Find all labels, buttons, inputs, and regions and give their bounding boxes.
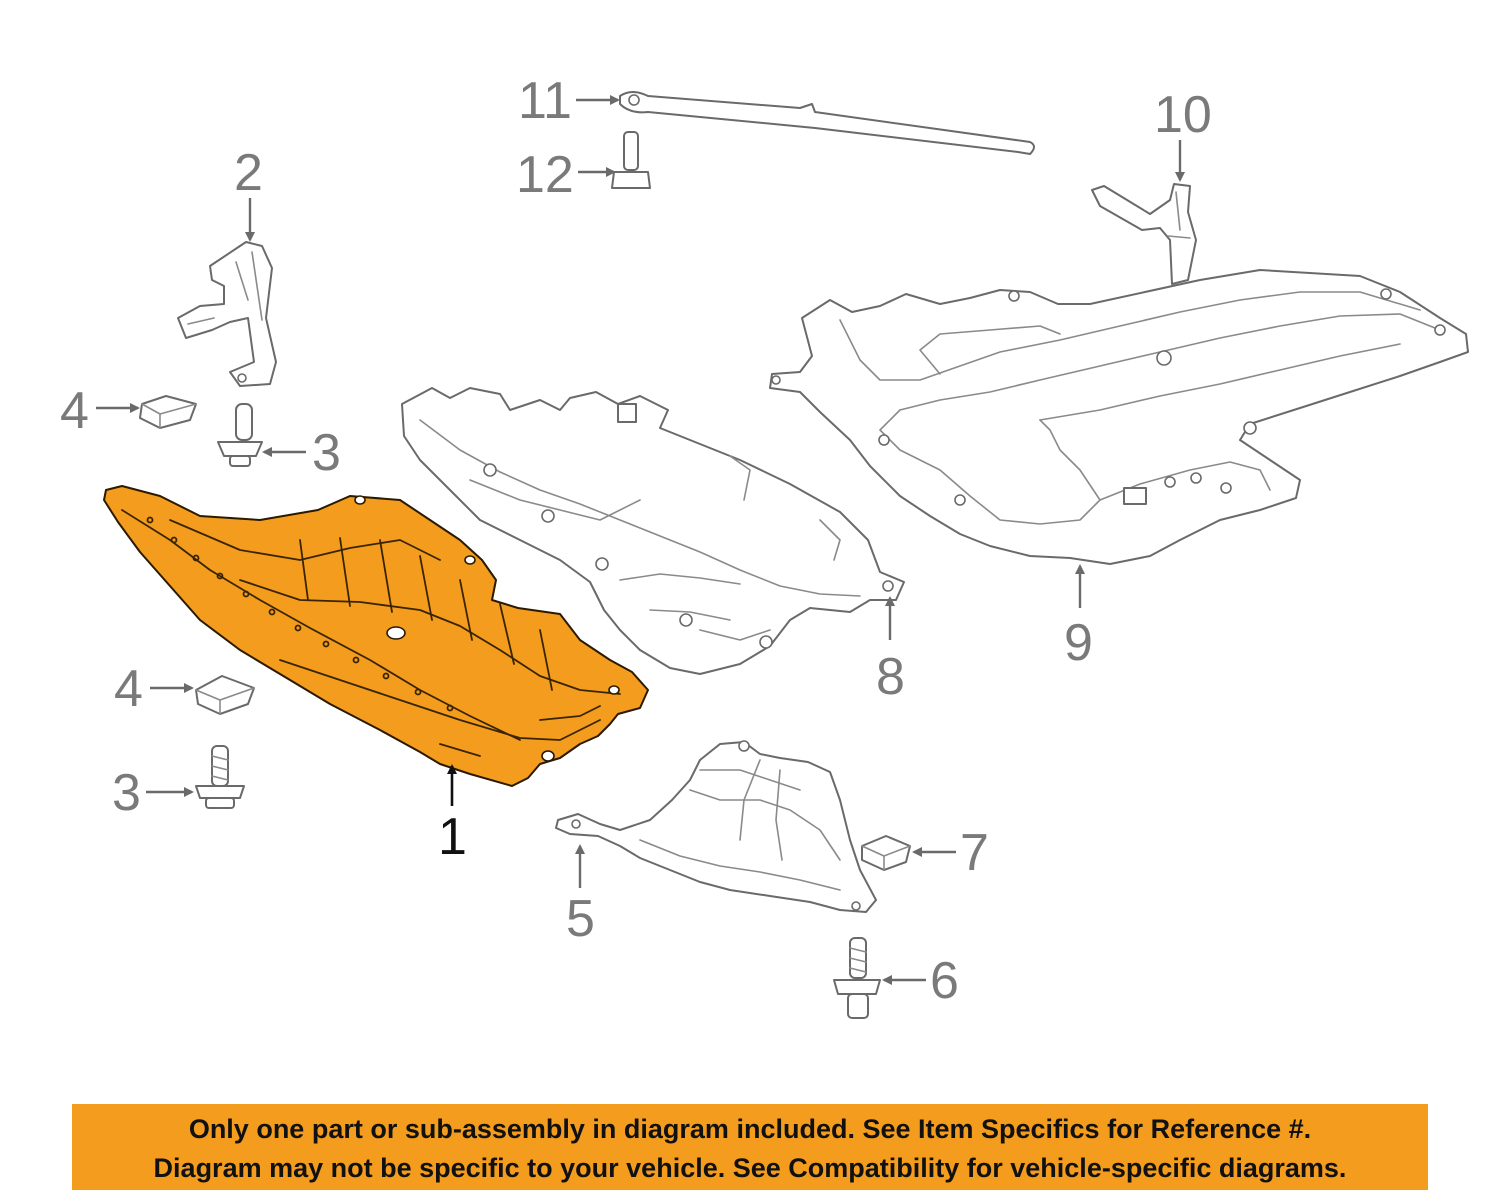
part-7-nut: [861, 835, 911, 871]
disclaimer-banner: Only one part or sub-assembly in diagram…: [72, 1104, 1428, 1190]
part-2-bracket: [177, 241, 277, 387]
part-1-undertray: [103, 485, 649, 787]
disclaimer-line-1: Only one part or sub-assembly in diagram…: [188, 1114, 1312, 1144]
part-5-splash-shield: [555, 740, 877, 913]
part-12-bolt: [611, 131, 651, 189]
callout-2: 2: [234, 144, 263, 202]
part-3-pin-upper: [217, 403, 263, 467]
disclaimer-line-2: Diagram may not be specific to your vehi…: [153, 1153, 1347, 1183]
callout-6: 6: [930, 952, 959, 1010]
part-10-bracket: [1091, 183, 1197, 285]
callout-1: 1: [438, 808, 467, 866]
part-6-screw: [833, 937, 881, 1019]
callout-8: 8: [876, 648, 905, 706]
part-9-underbody-panel: [769, 269, 1469, 565]
callout-3a: 3: [312, 424, 341, 482]
part-1-mounting-dots: [146, 516, 454, 712]
part-4-nut-upper: [139, 395, 197, 429]
part-11-brace: [619, 91, 1035, 155]
callout-12: 12: [516, 146, 574, 204]
part-4-nut-lower: [195, 675, 255, 715]
callout-11: 11: [518, 72, 572, 130]
part-3-screw-lower: [195, 745, 245, 809]
callout-10: 10: [1154, 86, 1212, 144]
callout-7: 7: [960, 824, 989, 882]
callout-4a: 4: [60, 382, 89, 440]
callout-9: 9: [1064, 614, 1093, 672]
callout-labels: 11 12 10 2 4 3 4 3 1 8 9 5 7 6: [60, 72, 1212, 1010]
part-8-splash-shield: [401, 387, 905, 675]
callout-5: 5: [566, 890, 595, 948]
callout-4b: 4: [114, 660, 143, 718]
leader-arrows: [96, 95, 1185, 985]
callout-3b: 3: [112, 764, 141, 822]
